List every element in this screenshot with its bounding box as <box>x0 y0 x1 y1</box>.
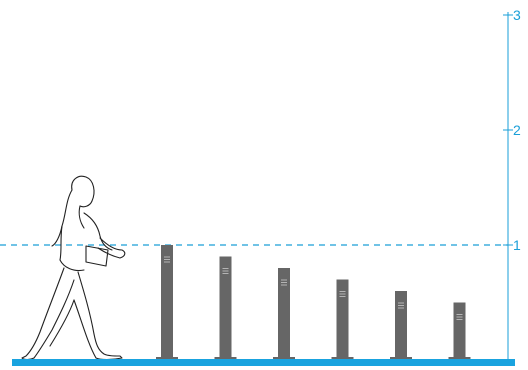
bollard-5 <box>390 291 412 359</box>
walking-person-icon <box>22 176 125 359</box>
bollard-base <box>215 357 237 359</box>
bollard-base <box>449 357 471 359</box>
scale-label-1: 1 <box>513 237 521 253</box>
bollard-body <box>454 303 466 359</box>
bollard-3 <box>273 268 295 359</box>
scale-ticks: 1 2 3 <box>503 7 521 253</box>
bollard-base <box>332 357 354 359</box>
bollard-body <box>395 291 407 358</box>
bollard-body <box>220 257 232 359</box>
bollard-base <box>156 357 178 359</box>
ground-line <box>12 359 515 366</box>
scale-label-3: 3 <box>513 7 521 23</box>
bollard-6 <box>449 303 471 360</box>
bollard-base <box>273 357 295 359</box>
bollard-base <box>390 357 412 359</box>
bollard-4 <box>332 280 354 360</box>
scale-label-2: 2 <box>513 122 521 138</box>
bollard-1 <box>156 245 178 359</box>
bollard-2 <box>215 257 237 360</box>
bollard-group <box>156 245 471 359</box>
bollard-body <box>278 268 290 358</box>
